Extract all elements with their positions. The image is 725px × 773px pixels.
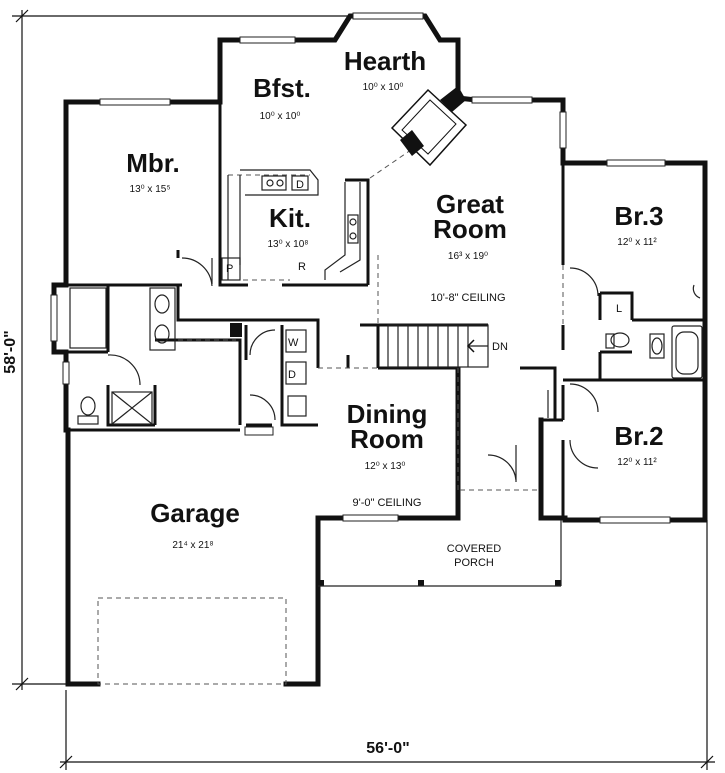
laundry-dryer-letter: D [288,369,296,381]
dining-room-ceiling: 9'-0" CEILING [353,497,422,509]
br2-size: 12⁰ x 11² [617,457,657,468]
washer-letter: W [288,337,299,349]
dashed-openings [97,129,564,685]
great-room-ceiling: 10'-8" CEILING [430,292,505,304]
fireplace [390,86,468,167]
hall-bath-fixtures [605,325,703,379]
refrigerator-letter: R [298,261,306,273]
garage-label: Garage [150,498,240,528]
br2-label: Br.2 [614,421,663,451]
interior-walls [66,102,705,520]
porch-label-line1: COVERED [447,543,501,555]
porch-label-line2: PORCH [454,557,494,569]
depth-dimension-line [12,9,350,691]
windows [50,12,671,524]
dining-room-label-line2: Room [350,424,424,454]
wall-column [230,323,242,337]
great-room-label-line2: Room [433,214,507,244]
garage-size: 21⁴ x 21⁸ [172,540,213,551]
laundry-fixtures [285,329,307,417]
dishwasher-letter: D [296,179,304,191]
mbr-label: Mbr. [126,148,179,178]
master-bath-fixtures [69,287,176,425]
hearth-label: Hearth [344,46,426,76]
door-swings [107,257,701,482]
br3-label: Br.3 [614,201,663,231]
bfst-label: Bfst. [253,73,311,103]
dining-room-size: 12⁰ x 13⁰ [365,461,406,472]
br3-size: 12⁰ x 11² [617,237,657,248]
kit-label: Kit. [269,203,311,233]
dining-room-label-line1: Dining [347,399,428,429]
linen-closet-letter: L [616,303,622,315]
depth-dimension-label: 58'-0" [2,330,19,373]
width-dimension-line [59,520,715,770]
pantry-letter: P [226,263,233,275]
kitchen-counters [221,169,361,281]
stair-down-label: DN [492,341,508,353]
mbr-size: 13⁰ x 15⁵ [130,184,171,195]
stair [387,324,489,368]
width-dimension-label: 56'-0" [366,740,409,757]
great-room-size: 16³ x 19⁰ [448,251,488,262]
porch-posts [318,520,562,587]
bfst-size: 10⁰ x 10⁰ [260,111,301,122]
hearth-size: 10⁰ x 10⁰ [363,82,404,93]
kit-size: 13⁰ x 10⁸ [267,239,308,250]
great-room-label-line1: Great [436,189,504,219]
